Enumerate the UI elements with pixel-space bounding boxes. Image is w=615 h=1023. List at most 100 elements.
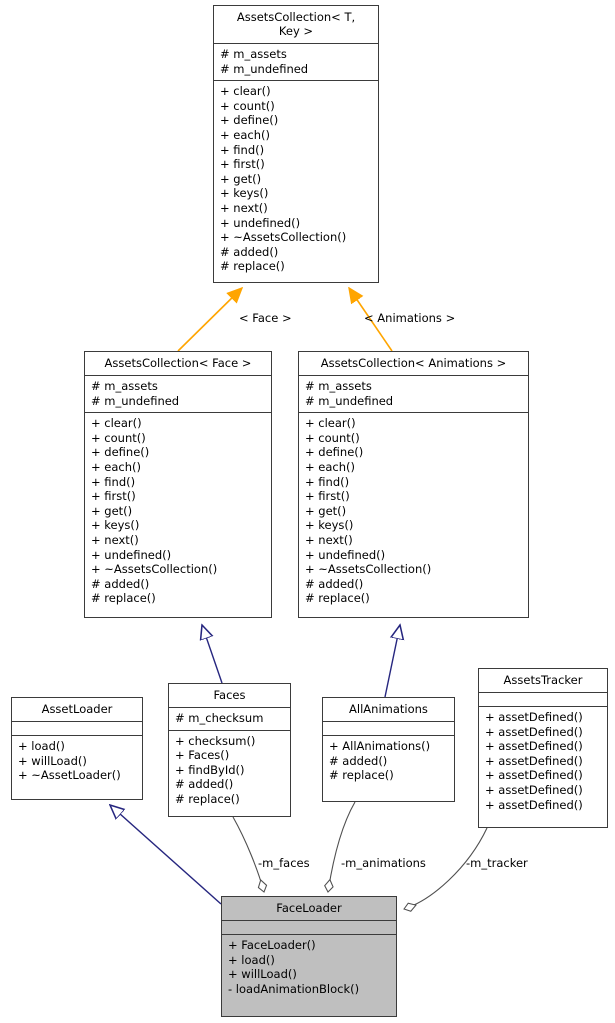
class-operation: + willLoad() [228, 967, 297, 982]
class-operation: + clear() [91, 416, 142, 431]
class-attribute: # m_assets [305, 379, 372, 393]
class-operation: + find() [220, 142, 265, 157]
class-node-operations: + assetDefined()+ assetDefined()+ assetD… [479, 707, 607, 816]
class-operation: + AllAnimations() [329, 739, 431, 753]
class-node-assets-tracker[interactable]: AssetsTracker+ assetDefined()+ assetDefi… [478, 668, 608, 828]
class-operation: # replace() [329, 768, 394, 783]
class-node-operations: + clear()+ count()+ define()+ each()+ fi… [214, 81, 378, 278]
class-node-title: AssetsTracker [479, 669, 607, 693]
class-operation: + assetDefined() [485, 724, 583, 739]
class-attribute: # m_checksum [175, 711, 264, 725]
class-operation: + get() [305, 503, 347, 518]
class-operation: + load() [228, 952, 275, 967]
class-node-title: FaceLoader [222, 897, 396, 921]
class-operation: - loadAnimationBlock() [228, 981, 360, 996]
class-node-all-animations[interactable]: AllAnimations+ AllAnimations()# added()#… [322, 697, 455, 802]
class-attribute: # m_undefined [305, 393, 394, 408]
class-operation: + get() [91, 503, 133, 518]
class-operation: + ~AssetLoader() [18, 768, 121, 783]
class-operation: + find() [91, 474, 136, 489]
class-operation: + ~AssetsCollection() [91, 562, 218, 577]
class-node-assets-collection-animations[interactable]: AssetsCollection< Animations ># m_assets… [298, 351, 529, 618]
class-operation: + undefined() [220, 215, 301, 230]
class-node-asset-loader[interactable]: AssetLoader + load()+ willLoad()+ ~AssetL… [11, 697, 143, 800]
edge-aggregation-m-faces [232, 816, 268, 893]
class-operation: + next() [91, 532, 139, 547]
class-operation: # added() [220, 244, 279, 259]
class-operation: + define() [305, 445, 364, 460]
class-operation: + keys() [305, 518, 354, 533]
class-node-face-loader[interactable]: FaceLoader + FaceLoader()+ load()+ willLo… [221, 896, 397, 1017]
class-node-assets-collection-t-key[interactable]: AssetsCollection< T, Key ># m_assets# m_… [213, 5, 379, 283]
class-operation: + clear() [220, 84, 271, 99]
class-node-title: AssetsCollection< Face > [85, 352, 271, 376]
class-operation: + each() [220, 127, 270, 142]
class-operation: + undefined() [305, 547, 386, 562]
class-operation: + first() [220, 157, 265, 172]
class-node-operations: + load()+ willLoad()+ ~AssetLoader() [12, 736, 142, 787]
class-node-title: AssetLoader [12, 698, 142, 722]
edge-label-label-animations: < Animations > [364, 311, 456, 325]
class-node-operations: + clear()+ count()+ define()+ each()+ fi… [299, 413, 528, 610]
class-operation: # added() [329, 753, 388, 768]
class-operation: + get() [220, 171, 262, 186]
class-node-title: Faces [169, 684, 290, 708]
class-operation: + count() [220, 98, 275, 113]
class-attribute: # m_undefined [220, 61, 309, 76]
class-operation: + assetDefined() [485, 710, 583, 724]
edge-inherit-faces [202, 625, 223, 684]
class-node-assets-collection-face[interactable]: AssetsCollection< Face ># m_assets# m_un… [84, 351, 272, 618]
class-operation: + assetDefined() [485, 768, 583, 783]
class-node-operations: + FaceLoader()+ load()+ willLoad()- load… [222, 935, 396, 1001]
class-operation: # added() [305, 576, 364, 591]
class-operation: + first() [305, 489, 350, 504]
class-operation: # replace() [175, 791, 240, 806]
class-node-attributes [222, 921, 396, 935]
class-operation: # replace() [91, 591, 156, 606]
class-operation: # replace() [220, 259, 285, 274]
edge-label-label-face: < Face > [239, 311, 292, 325]
class-operation: + load() [18, 739, 65, 753]
class-operation: + each() [91, 459, 141, 474]
class-node-attributes [323, 722, 454, 736]
edge-inherit-all-animations [384, 625, 400, 698]
class-operation: + keys() [220, 186, 269, 201]
class-node-attributes: # m_checksum [169, 708, 290, 731]
class-operation: + willLoad() [18, 753, 87, 768]
class-operation: + define() [220, 113, 279, 128]
class-operation: + define() [91, 445, 150, 460]
class-node-faces[interactable]: Faces# m_checksum+ checksum()+ Faces()+ … [168, 683, 291, 817]
class-operation: # replace() [305, 591, 370, 606]
class-operation: + each() [305, 459, 355, 474]
class-operation: + ~AssetsCollection() [305, 562, 432, 577]
class-operation: + keys() [91, 518, 140, 533]
class-operation: + assetDefined() [485, 753, 583, 768]
class-node-attributes: # m_assets# m_undefined [299, 376, 528, 414]
class-operation: + next() [305, 532, 353, 547]
class-node-attributes: # m_assets# m_undefined [214, 44, 378, 82]
class-operation: + count() [305, 430, 360, 445]
class-operation: + Faces() [175, 748, 230, 763]
class-node-attributes: # m_assets# m_undefined [85, 376, 271, 414]
class-operation: + assetDefined() [485, 797, 583, 812]
class-operation: + undefined() [91, 547, 172, 562]
edge-inherit-face-loader [110, 805, 222, 905]
edge-label-label-m-faces: -m_faces [258, 856, 310, 870]
class-operation: + ~AssetsCollection() [220, 230, 347, 245]
class-operation: + checksum() [175, 733, 256, 748]
class-operation: + count() [91, 430, 146, 445]
class-operation: + FaceLoader() [228, 938, 316, 952]
class-node-attributes [12, 722, 142, 736]
class-operation: + assetDefined() [485, 739, 583, 754]
class-node-operations: + AllAnimations()# added()# replace() [323, 736, 454, 787]
class-node-attributes [479, 693, 607, 707]
class-node-title: AssetsCollection< Animations > [299, 352, 528, 376]
class-attribute: # m_assets [220, 47, 287, 61]
class-operation: # added() [175, 777, 234, 792]
class-operation: + clear() [305, 416, 356, 431]
edge-label-label-m-tracker: -m_tracker [466, 856, 528, 870]
class-operation: + find() [305, 474, 350, 489]
edge-aggregation-m-animations [324, 801, 356, 893]
class-node-title: AssetsCollection< T, Key > [214, 6, 378, 44]
